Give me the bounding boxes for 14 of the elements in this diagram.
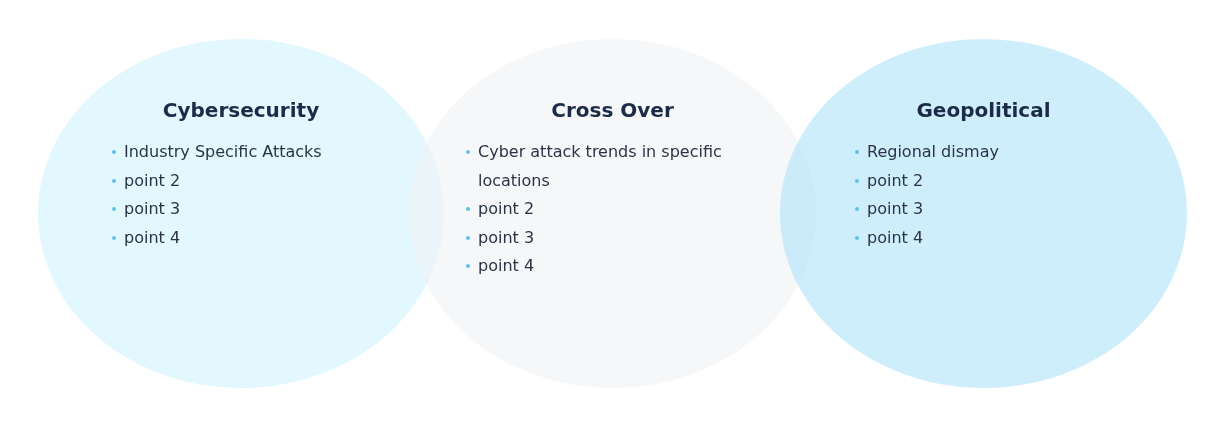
list-item-text: point 2 — [124, 169, 181, 192]
list-item-text: point 2 — [867, 169, 924, 192]
list-item-text: point 3 — [478, 226, 535, 249]
ellipse-heading: Cross Over — [551, 97, 674, 123]
list-item-text: point 3 — [124, 198, 181, 220]
ellipse-heading: Geopolitical — [916, 97, 1051, 123]
list-item-text: Industry Specific Attacks — [124, 141, 322, 163]
list-item-text: point 4 — [478, 255, 535, 277]
list-item-text: point 4 — [867, 226, 924, 249]
list-item-text: point 2 — [478, 198, 535, 220]
list-item-text: point 3 — [867, 198, 924, 220]
list-item-text: point 4 — [124, 226, 181, 249]
list-item-text: Regional dismay — [867, 141, 999, 163]
ellipse-heading: Cybersecurity — [162, 97, 320, 123]
